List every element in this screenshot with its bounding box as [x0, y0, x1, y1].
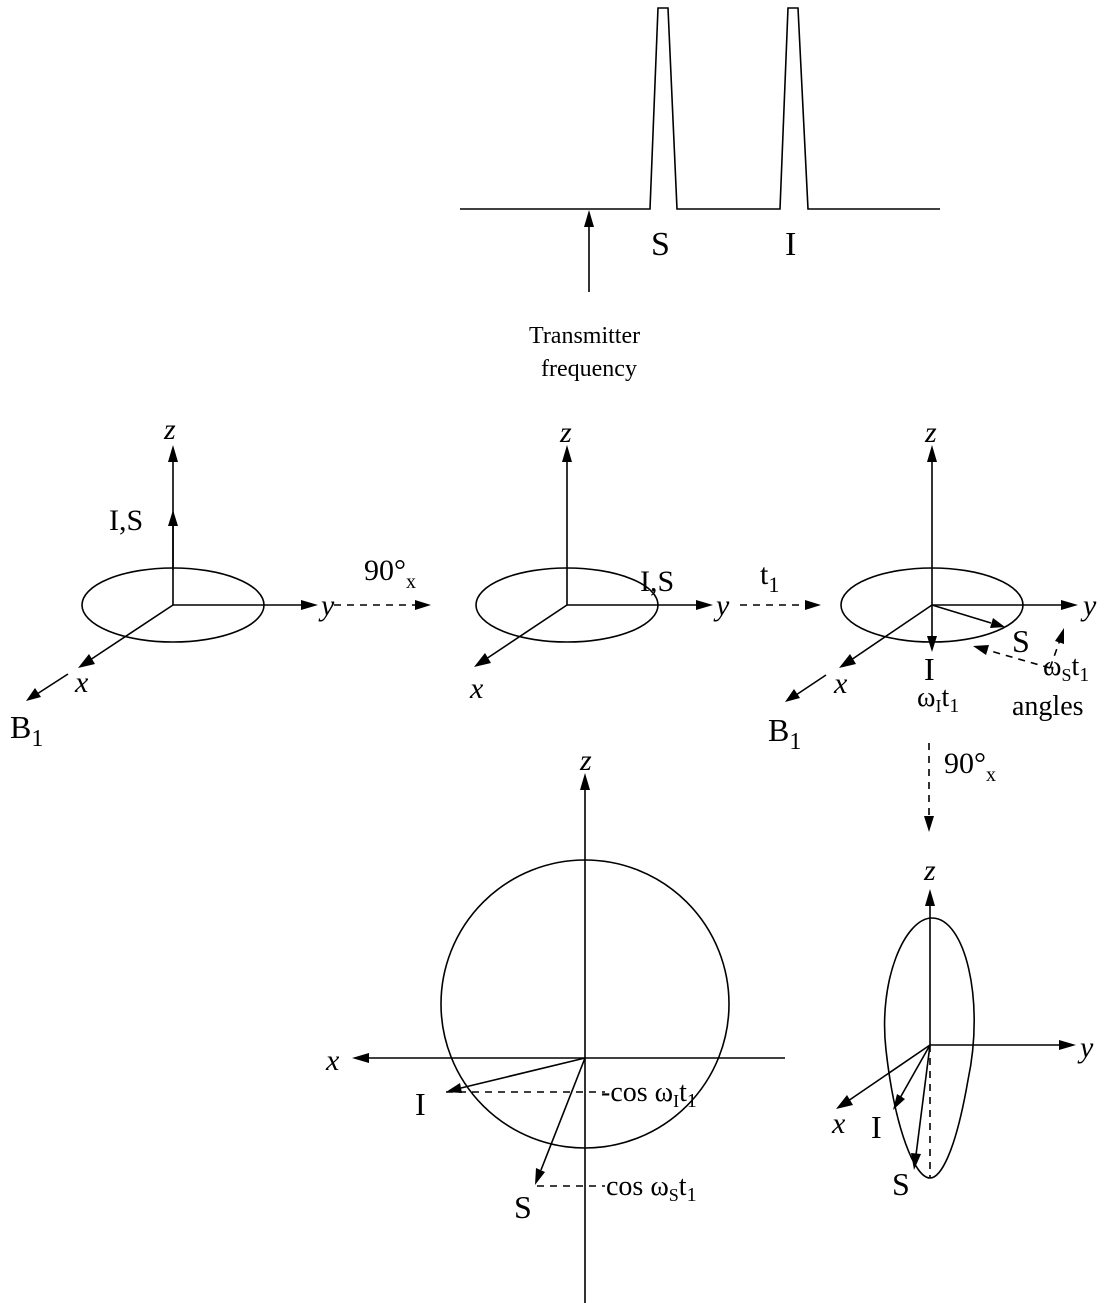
vector-s-arrowhead [990, 618, 1005, 628]
vector-i-label: I [415, 1086, 426, 1122]
angles-pointer-i [986, 649, 1051, 669]
angles-pointer-s-arrowhead [1055, 628, 1064, 644]
b1-label: B1 [10, 709, 43, 752]
z-axis-label: z [163, 413, 176, 446]
pulse-label: 90°x [364, 554, 416, 593]
angles-pointer-s [1049, 639, 1061, 669]
vector-i-label: I [924, 651, 935, 687]
angles-label: angles [1012, 691, 1084, 722]
z-axis-arrowhead [580, 773, 590, 790]
spectrum-trace [460, 7, 940, 210]
b1-label: B1 [768, 712, 801, 755]
b1-arrow-line [795, 674, 827, 696]
x-axis-label: x [831, 1107, 846, 1140]
x-axis-label: x [74, 666, 89, 699]
x-axis-label: x [469, 672, 484, 705]
y-axis-arrowhead [696, 600, 713, 610]
vector-s [915, 1044, 931, 1156]
projection-s-label: cos ωSt1 [606, 1171, 697, 1206]
transition-arrowhead [805, 600, 821, 610]
vector-i-arrowhead [446, 1083, 462, 1093]
angle-omega-s-label: ωSt1 [1043, 651, 1089, 686]
z-axis-label: z [579, 744, 592, 777]
evolution-label: t1 [760, 558, 779, 597]
frame-1-equilibrium: z y x I,S B1 [10, 413, 335, 752]
transition-arrowhead [924, 816, 934, 832]
x-axis-arrowhead [836, 1095, 853, 1109]
vector-label: I,S [640, 565, 674, 598]
projection-i-label: -cos ωIt1 [601, 1077, 697, 1112]
x-axis-arrowhead [474, 653, 491, 667]
vector-i-arrowhead [927, 636, 937, 652]
vector-label: I,S [109, 504, 143, 537]
z-axis-arrowhead [168, 445, 178, 462]
y-axis-label: y [318, 589, 335, 622]
y-axis-arrowhead [1061, 600, 1078, 610]
b1-arrowhead [26, 688, 41, 701]
y-axis-label: y [713, 589, 730, 622]
transition-evolution: t1 [740, 558, 821, 610]
frame-3-after-evolution: z y x I S B1 ωSt1 ωIt1 angles [768, 416, 1097, 755]
y-axis-arrowhead [301, 600, 318, 610]
vector-s-arrowhead [911, 1153, 921, 1170]
y-axis-label: y [1080, 589, 1097, 622]
x-axis-label: x [833, 667, 848, 700]
x-axis [847, 1044, 931, 1102]
x-axis [850, 604, 933, 661]
vector-s-label: S [892, 1166, 910, 1202]
magnetization-arrowhead [168, 510, 178, 526]
x-axis-arrowhead [78, 654, 95, 668]
angles-pointer-i-arrowhead [973, 645, 989, 655]
frame-4-after-second-pulse: z y x I S [831, 854, 1094, 1202]
y-axis-label: y [1077, 1031, 1094, 1064]
z-axis-arrowhead [562, 445, 572, 462]
vector-i [899, 1044, 931, 1099]
transition-arrowhead [415, 600, 431, 610]
angle-omega-i-label: ωIt1 [917, 682, 959, 717]
spectrum: S I Transmitter frequency [460, 7, 940, 382]
y-axis-arrowhead [1059, 1040, 1076, 1050]
frame-2-after-pulse: z y x I,S [469, 416, 730, 705]
pulse-label: 90°x [944, 747, 996, 786]
x-axis-arrowhead [352, 1053, 369, 1063]
x-axis [89, 604, 174, 661]
vector-s [931, 604, 992, 624]
peak-label-i: I [785, 226, 796, 263]
x-axis-arrowhead [839, 654, 856, 668]
z-axis-label: z [924, 416, 937, 449]
vector-s-arrowhead [535, 1168, 545, 1185]
x-axis-label: x [325, 1044, 340, 1077]
z-axis-arrowhead [927, 445, 937, 462]
b1-arrow-line [36, 673, 69, 695]
vector-i [460, 1057, 586, 1089]
peak-label-s: S [651, 226, 670, 263]
vector-s-label: S [1012, 623, 1030, 659]
z-axis-label: z [559, 416, 572, 449]
z-axis-label: z [923, 854, 936, 887]
transmitter-arrow-head [584, 210, 594, 227]
transmitter-label-line2: frequency [541, 356, 637, 382]
frame-5-xz-projection: z x I S -cos ωIt1 cos ωSt1 [325, 744, 785, 1303]
vector-s [540, 1057, 586, 1171]
x-axis [485, 604, 568, 660]
vector-i-arrowhead [893, 1094, 905, 1110]
z-axis-arrowhead [925, 889, 935, 906]
b1-arrowhead [785, 689, 800, 702]
vector-s-label: S [514, 1189, 532, 1225]
transmitter-label-line1: Transmitter [529, 323, 640, 349]
transition-pulse-1: 90°x [334, 554, 431, 610]
transition-pulse-2: 90°x [924, 743, 996, 832]
vector-i-label: I [871, 1109, 882, 1145]
